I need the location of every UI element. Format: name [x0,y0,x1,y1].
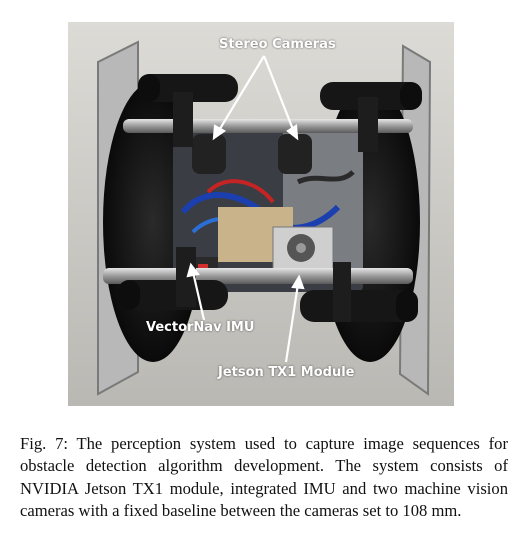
figure-caption: Fig. 7: The perception system used to ca… [20,433,508,521]
top-rod [123,119,413,133]
perception-system-photo [68,22,454,406]
stereo-camera-left [192,134,226,174]
jetson-module-label: Jetson TX1 Module [218,365,355,380]
bottom-right-sensor [300,290,418,322]
vectornav-imu-label: VectorNav IMU [146,320,255,335]
top-right-sensor [320,82,422,110]
stereo-cameras-label: Stereo Cameras [219,37,336,52]
figure-photo: Stereo Cameras VectorNav IMU Jetson TX1 … [68,22,454,406]
top-left-sensor [138,74,238,102]
stereo-camera-right [278,134,312,174]
